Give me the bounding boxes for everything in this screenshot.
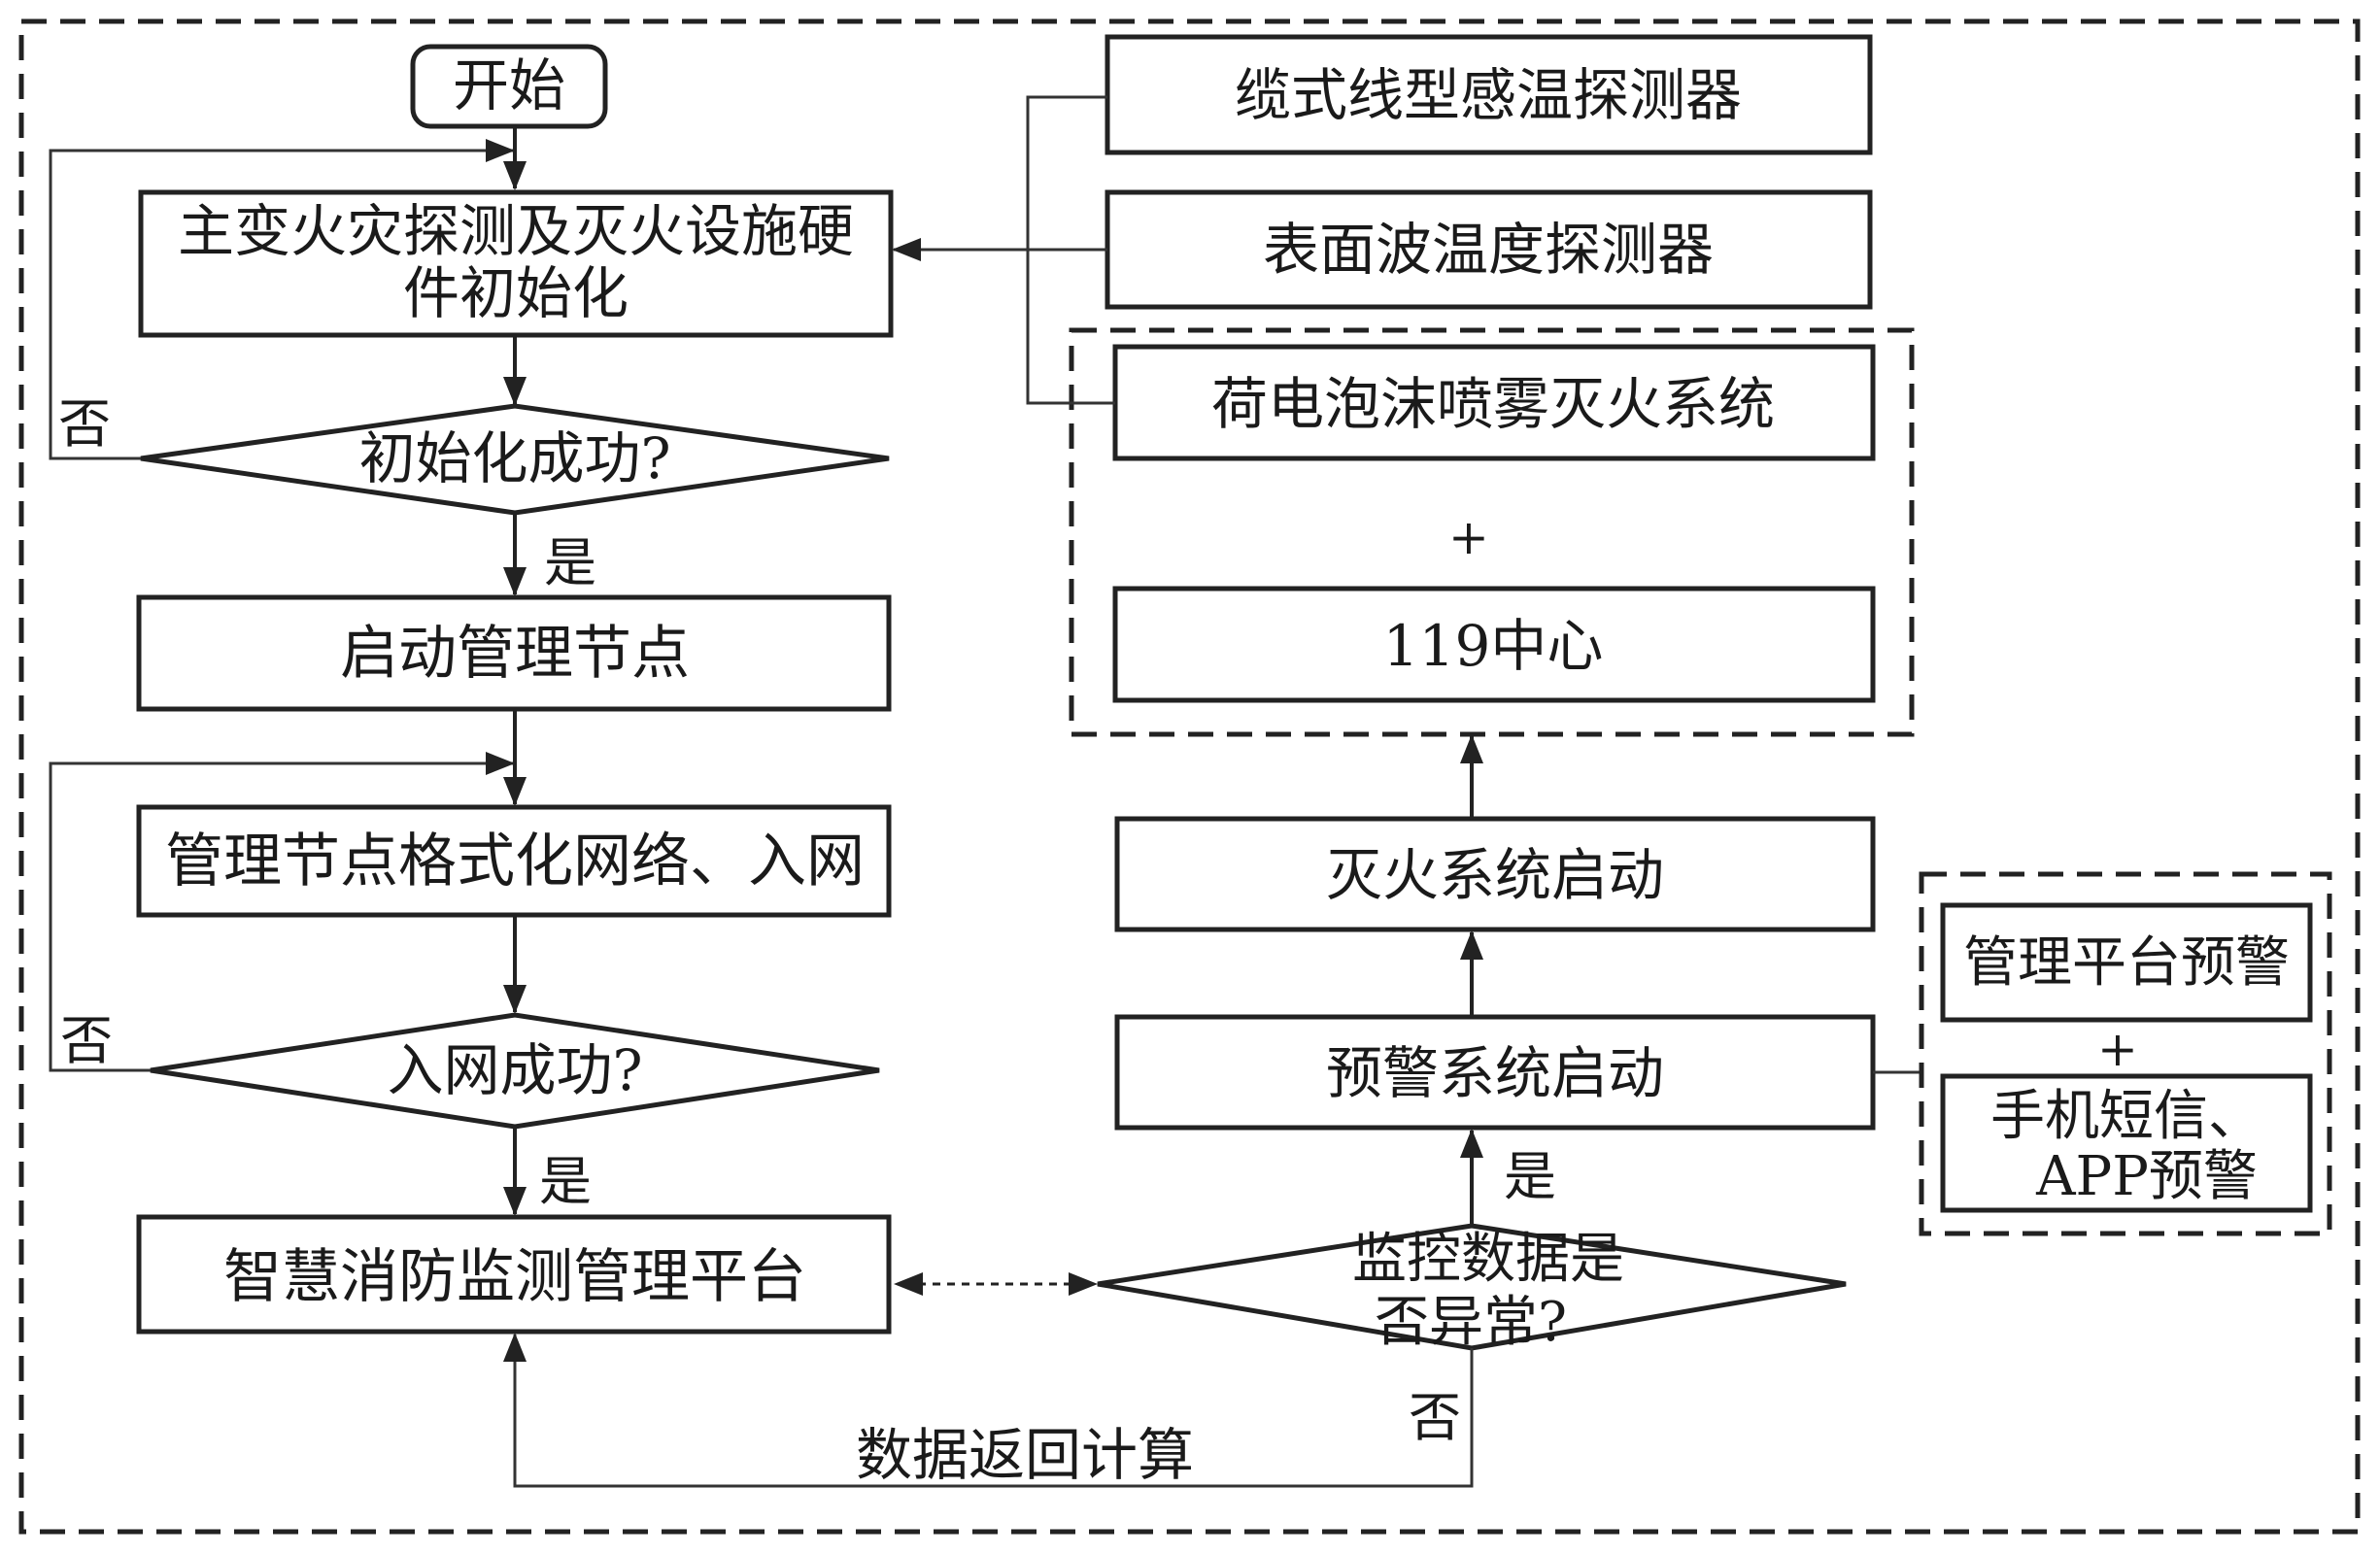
init-success-diamond: [140, 403, 890, 516]
no-label-2: 否: [60, 1010, 113, 1071]
init-success-label: 初始化成功?: [358, 425, 670, 491]
data-abnormal-line1: 监控数据是: [1352, 1228, 1624, 1291]
sms-app-line2: APP预警: [2035, 1145, 2258, 1208]
loop-net-no: [49, 752, 515, 1072]
start-label: 开始: [453, 52, 565, 118]
mgmt-warning-box: [1940, 902, 2313, 1023]
loop-init-no: [49, 139, 515, 460]
cable-detector-box: [1105, 34, 1873, 155]
center-119-box: [1112, 586, 1876, 703]
sms-app-warning-box: [1940, 1073, 2313, 1213]
fire-start-box: [1114, 816, 1876, 932]
init-hardware-box: [138, 189, 894, 338]
mgmt-warning-label: 管理平台预警: [1963, 931, 2290, 995]
start-mgmt-label: 启动管理节点: [340, 620, 690, 688]
warning-group-frame: [1919, 871, 2332, 1236]
init-hardware-line1: 主变火灾探测及灭火设施硬: [178, 198, 854, 264]
dotted-arrowhead-right: [1069, 1272, 1098, 1296]
foam-system-box: [1112, 344, 1876, 461]
center-119-label: 119中心: [1383, 613, 1604, 679]
foam-system-label: 荷电泡沫喷雾灭火系统: [1211, 371, 1775, 437]
yes-label-1: 是: [544, 532, 596, 593]
net-success-label: 入网成功?: [387, 1037, 642, 1103]
sms-app-line1: 手机短信、: [1990, 1085, 2262, 1148]
data-return-label: 数据返回计算: [856, 1422, 1194, 1488]
platform-label: 智慧消防监测管理平台: [223, 1243, 806, 1311]
yes-label-2: 是: [539, 1151, 592, 1212]
no-label-3: 否: [1409, 1387, 1461, 1448]
plus-sign-1: +: [1448, 509, 1489, 565]
loop-data-return: [503, 1333, 1474, 1488]
data-abnormal-line2: 否异常?: [1375, 1291, 1567, 1354]
net-success-diamond: [150, 1012, 880, 1130]
init-hardware-line2: 件初始化: [403, 260, 629, 326]
data-abnormal-diamond: [1097, 1223, 1847, 1351]
warning-start-label: 预警系统启动: [1326, 1040, 1664, 1106]
plus-sign-2: +: [2097, 1021, 2138, 1077]
platform-box: [136, 1214, 892, 1335]
cable-detector-label: 缆式线型感温探测器: [1235, 62, 1742, 128]
start-mgmt-box: [136, 594, 892, 712]
yes-label-3: 是: [1504, 1146, 1556, 1207]
outer-frame: [18, 18, 2361, 1535]
start-node: [410, 44, 608, 129]
fire-start-label: 灭火系统启动: [1326, 842, 1664, 908]
no-label-1: 否: [58, 393, 111, 455]
warning-start-box: [1114, 1014, 1876, 1131]
format-network-label: 管理节点格式化网络、入网: [165, 828, 865, 896]
surface-detector-label: 表面波温度探测器: [1263, 217, 1714, 283]
dotted-arrowhead-left: [894, 1272, 923, 1296]
